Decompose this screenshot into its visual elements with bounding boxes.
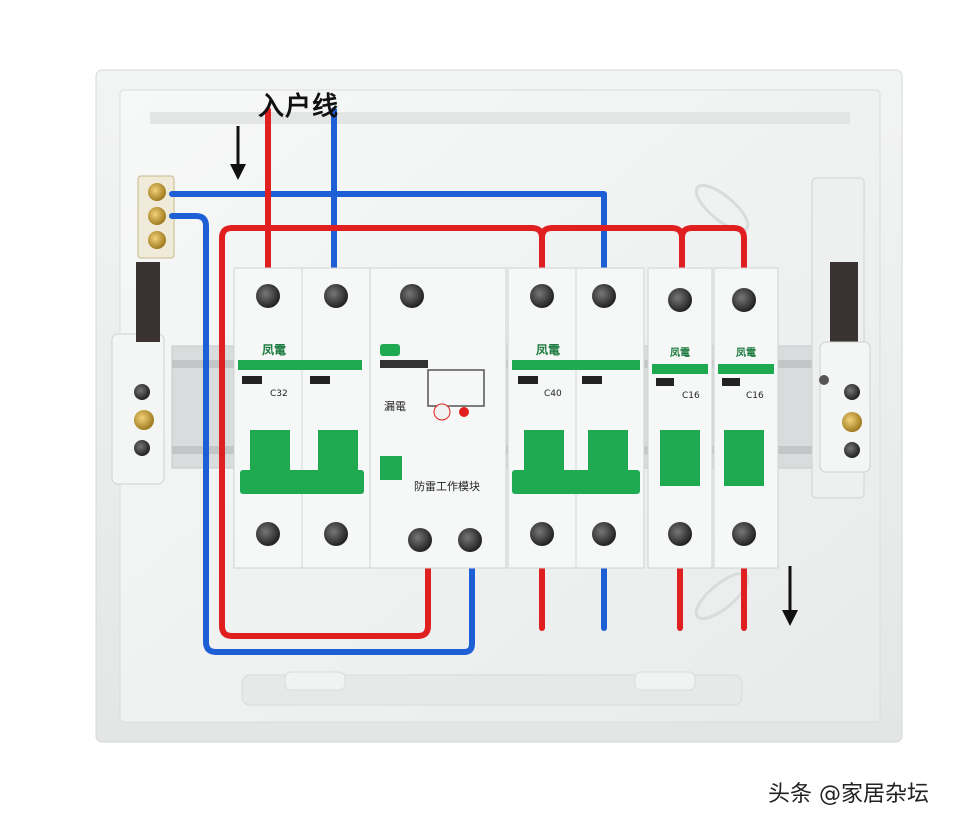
breaker-1pole-b [713,267,779,569]
breaker-1-rating: C32 [270,389,288,399]
arrow-down-icon [782,566,798,626]
din-rail-clamp-icon [811,177,871,499]
breaker-labels: 凤電 凤電 凤電 凤電 [262,343,756,359]
rcd-module [369,267,507,569]
watermark: 头条 @家居杂坛 [768,782,929,807]
breaker-2-rating: C40 [544,389,562,399]
breaker-3-rating: C16 [682,391,700,401]
breaker-ratings: C32 C40 C16 C16 [270,389,764,401]
din-rail-clamp-left [111,262,165,485]
breaker-1pole-a [647,267,713,569]
rcd-label: 漏電 [384,400,406,413]
breaker-2-brand: 凤電 [536,343,560,357]
main-breaker [233,267,371,569]
rcd-bottom-label: 防雷工作模块 [414,479,480,493]
breaker-4-rating: C16 [746,391,764,401]
breaker-3-brand: 凤電 [670,347,690,359]
arrow-down-icon [230,126,246,180]
incoming-wire-label: 入户线 [258,92,340,122]
neutral-wires [169,107,607,655]
breaker-2pole [507,267,645,569]
breaker-1-brand: 凤電 [262,343,286,357]
breaker-4-brand: 凤電 [736,347,756,359]
live-wires [219,107,747,639]
terminal-screw-icon [137,175,175,259]
